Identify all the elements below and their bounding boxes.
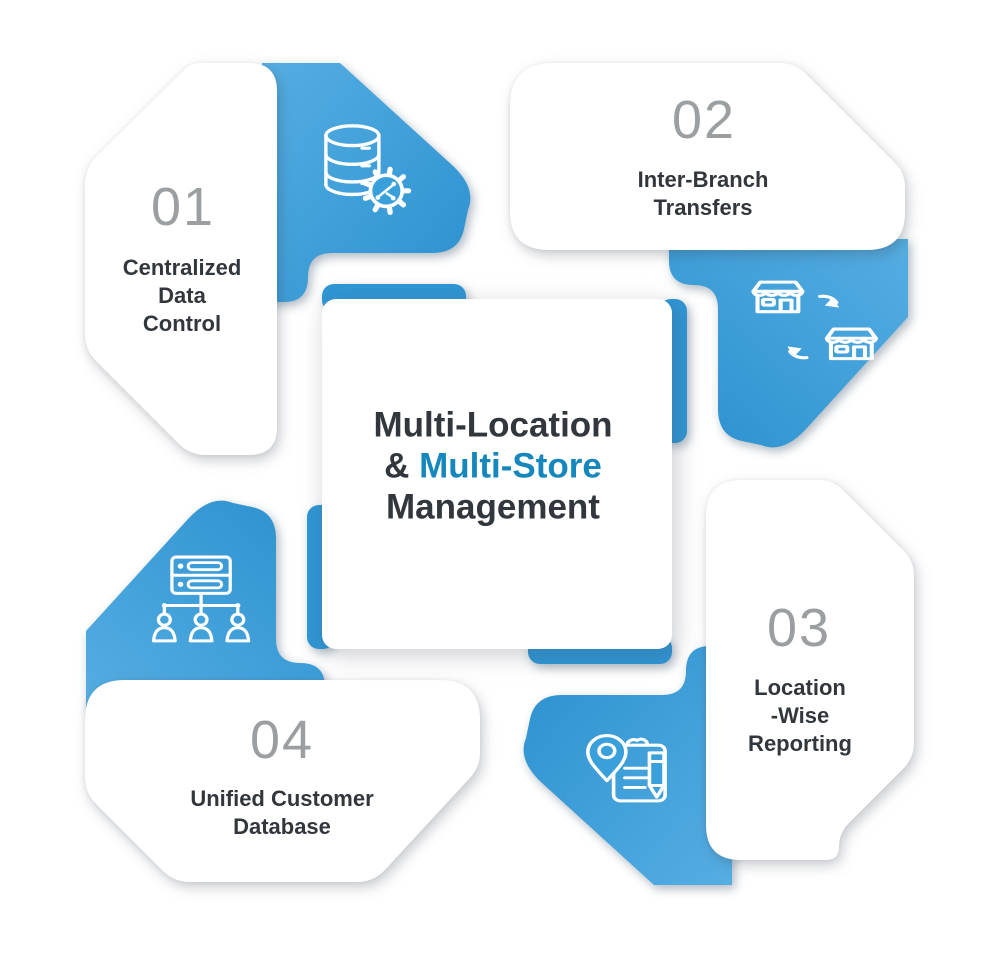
- step-number-01: 01: [150, 177, 216, 237]
- user-icon: [188, 612, 214, 643]
- label-inter-branch-transfers: Inter-Branch Transfers: [637, 167, 769, 220]
- label-unified-customer-database: Unified Customer Database: [190, 786, 374, 839]
- title-line-2: & Multi-Store: [384, 446, 602, 486]
- database-gear-icon: [324, 124, 412, 215]
- label-centralized-data-control: Centralized Data Control: [122, 255, 242, 336]
- step-number-02: 02: [671, 90, 737, 150]
- title-line-1: Multi-Location: [373, 405, 613, 445]
- user-icon: [151, 612, 177, 643]
- swap-down-arrow-icon: [818, 294, 840, 308]
- server-icon: [170, 555, 232, 595]
- swap-up-arrow-icon: [787, 346, 809, 360]
- step-number-03: 03: [766, 598, 832, 658]
- network-lines: [161, 591, 241, 615]
- map-pin-icon: [586, 734, 628, 783]
- location-report-icon: [586, 734, 667, 803]
- card-02: [510, 63, 905, 250]
- server-users-icon: [151, 555, 251, 643]
- title-line-3: Management: [386, 487, 600, 527]
- center-card: [322, 299, 672, 649]
- pencil-icon: [647, 751, 666, 799]
- card-03: [706, 480, 914, 860]
- card-04: [85, 680, 480, 882]
- title-highlight: Multi-Store: [419, 446, 602, 486]
- gear-icon: [362, 166, 412, 215]
- label-location-wise-reporting: Location -Wise Reporting: [748, 675, 852, 756]
- page-title: Multi-Location & Multi-Store Management: [373, 405, 612, 528]
- store-icon: [753, 282, 802, 312]
- card-01: [85, 63, 277, 455]
- step-number-04: 04: [249, 710, 315, 770]
- store-icon: [827, 329, 876, 359]
- store-transfer-icon: [748, 276, 884, 378]
- user-icon: [225, 612, 251, 643]
